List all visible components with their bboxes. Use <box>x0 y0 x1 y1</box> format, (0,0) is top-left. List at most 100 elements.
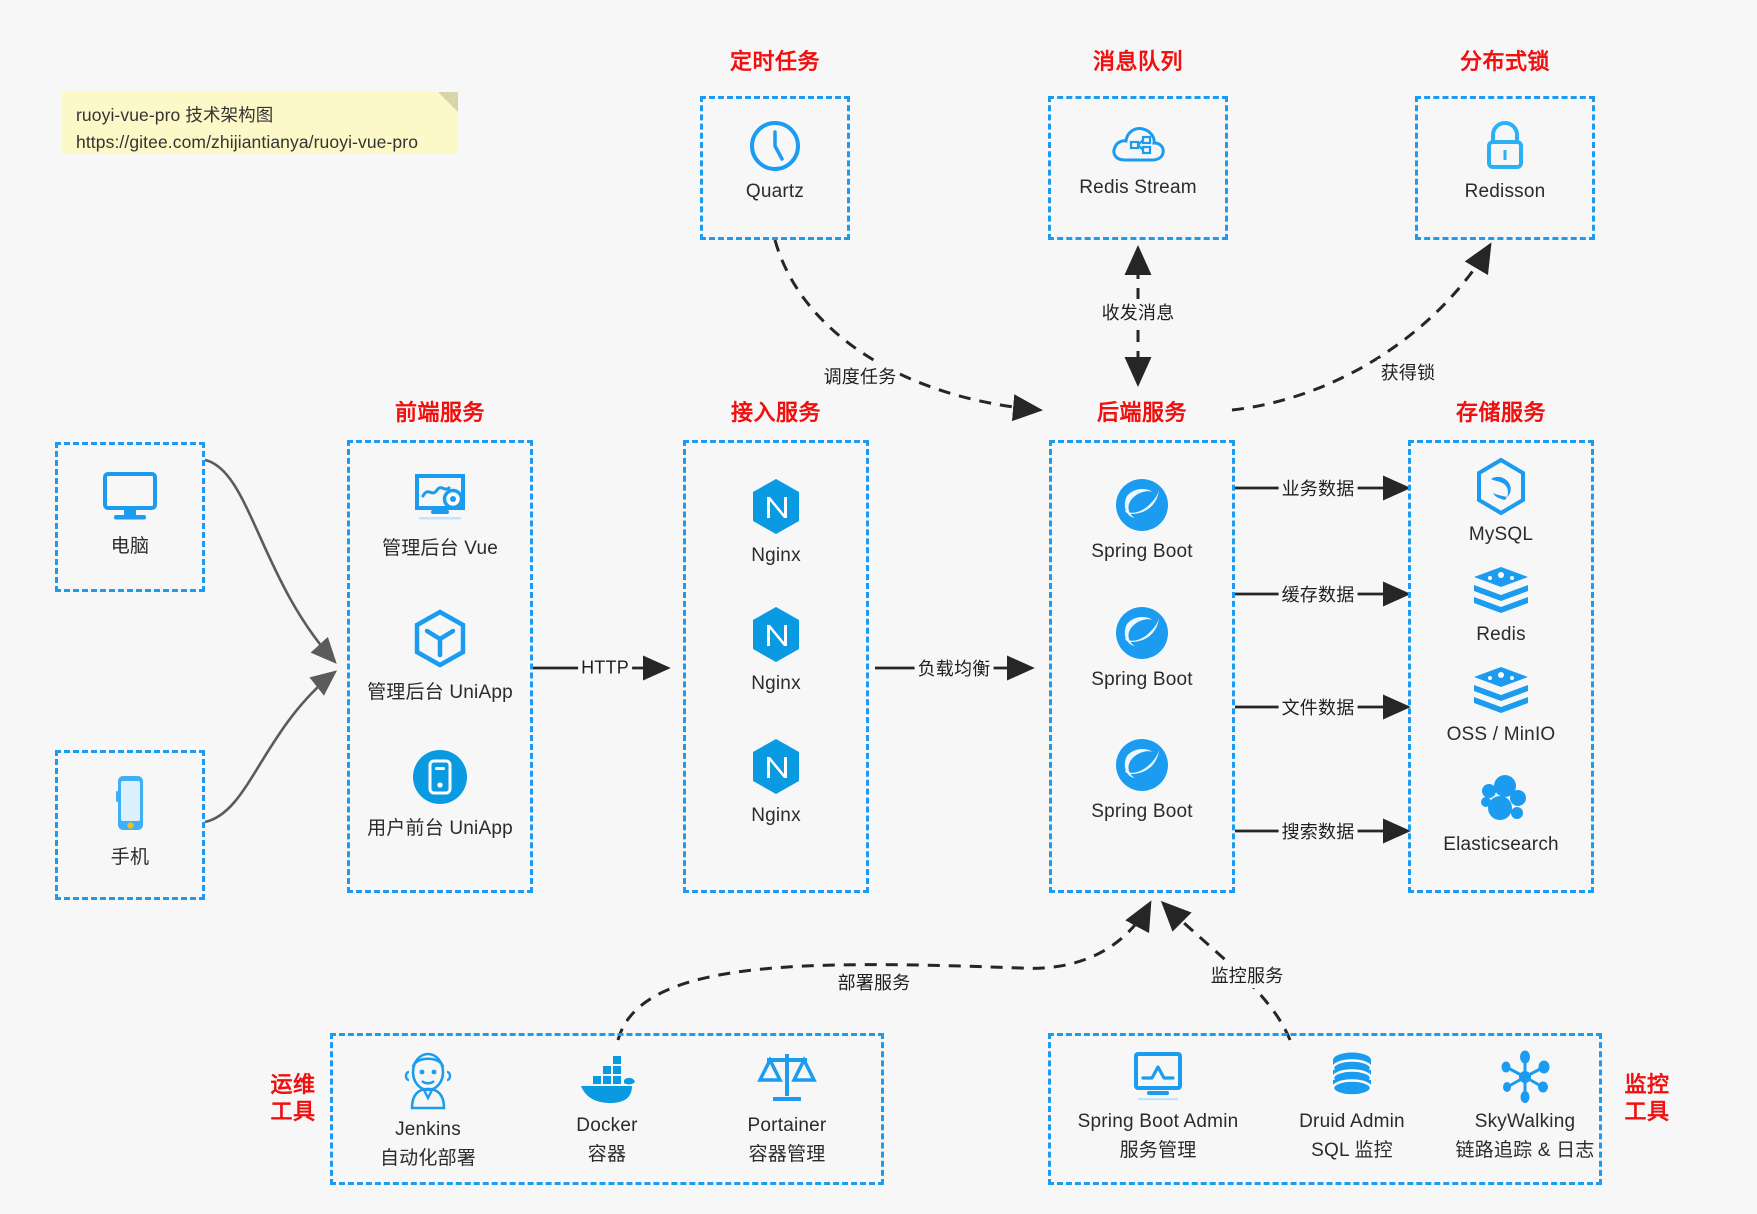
node-spring-boot-1[interactable]: Spring Boot <box>1049 476 1235 563</box>
padlock-icon <box>1479 118 1531 174</box>
node-redis-stream[interactable]: Redis Stream <box>1048 120 1228 199</box>
group-title-monitoring-line1: 监控 <box>1624 1072 1670 1097</box>
spring-leaf-icon <box>1113 476 1171 534</box>
node-redisson[interactable]: Redisson <box>1415 118 1595 203</box>
wire-acquire-lock <box>1231 242 1492 412</box>
smartphone-icon <box>108 773 152 835</box>
docker-whale-icon <box>576 1052 638 1108</box>
node-portainer[interactable]: Portainer 容器管理 <box>707 1048 867 1166</box>
node-skywalking[interactable]: SkyWalking 链路追踪 & 日志 <box>1435 1050 1615 1162</box>
node-mysql-label: MySQL <box>1468 524 1534 545</box>
cube-icon <box>411 608 469 670</box>
node-spring-boot-2-label: Spring Boot <box>1091 669 1193 690</box>
node-redis[interactable]: Redis <box>1408 565 1594 646</box>
mysql-dolphin-icon <box>1473 457 1529 517</box>
node-phone[interactable]: 手机 <box>55 773 205 869</box>
node-spring-boot-3-label: Spring Boot <box>1091 801 1193 822</box>
node-nginx-2[interactable]: Nginx <box>683 604 869 695</box>
nginx-icon <box>748 736 804 798</box>
node-nginx-1[interactable]: Nginx <box>683 476 869 567</box>
nginx-icon <box>748 476 804 538</box>
mobile-app-icon <box>411 748 469 806</box>
node-nginx-3-label: Nginx <box>751 805 801 826</box>
node-docker-label: Docker <box>576 1115 638 1136</box>
scales-balance-icon <box>757 1048 817 1108</box>
spring-leaf-icon <box>1113 736 1171 794</box>
redis-stack-icon <box>1471 665 1531 717</box>
network-nodes-icon <box>1496 1050 1554 1104</box>
node-computer[interactable]: 电脑 <box>55 468 205 558</box>
edge-label-http: HTTP <box>578 657 632 679</box>
node-druid-admin-label: Druid Admin <box>1299 1111 1405 1132</box>
node-docker[interactable]: Docker 容器 <box>527 1052 687 1166</box>
node-quartz-label: Quartz <box>745 181 805 202</box>
node-spring-boot-3[interactable]: Spring Boot <box>1049 736 1235 823</box>
node-user-uniapp[interactable]: 用户前台 UniApp <box>347 748 533 840</box>
node-computer-label: 电脑 <box>110 536 150 557</box>
node-druid-admin[interactable]: Druid Admin SQL 监控 <box>1272 1050 1432 1162</box>
group-title-storage: 存储服务 <box>1455 400 1546 425</box>
node-nginx-1-label: Nginx <box>751 545 801 566</box>
group-title-devops-line1: 运维 <box>270 1072 316 1097</box>
node-jenkins[interactable]: Jenkins 自动化部署 <box>348 1048 508 1170</box>
wire-computer-to-frontend <box>204 458 337 664</box>
node-redis-stream-label: Redis Stream <box>1079 177 1197 198</box>
nginx-icon <box>748 604 804 666</box>
node-druid-admin-sub: SQL 监控 <box>1311 1140 1393 1161</box>
note-line-2: https://gitee.com/zhijiantianya/ruoyi-vu… <box>76 132 419 153</box>
node-spring-boot-2[interactable]: Spring Boot <box>1049 604 1235 691</box>
group-monitoring[interactable] <box>1048 1033 1602 1185</box>
note-line-1: ruoyi-vue-pro 技术架构图 <box>76 105 274 125</box>
group-title-devops: 运维 工具 <box>258 1072 328 1126</box>
node-admin-uniapp[interactable]: 管理后台 UniApp <box>347 608 533 704</box>
node-phone-label: 手机 <box>110 847 150 868</box>
edge-label-search-data: 搜索数据 <box>1278 818 1358 844</box>
group-gateway[interactable] <box>683 440 869 893</box>
edge-label-acquire-lock: 获得锁 <box>1377 359 1439 385</box>
node-elasticsearch-label: Elasticsearch <box>1443 834 1559 855</box>
node-quartz[interactable]: Quartz <box>700 118 850 203</box>
node-spring-boot-admin[interactable]: Spring Boot Admin 服务管理 <box>1068 1050 1248 1162</box>
node-admin-uniapp-label: 管理后台 UniApp <box>367 682 513 703</box>
node-nginx-3[interactable]: Nginx <box>683 736 869 827</box>
group-title-frontend: 前端服务 <box>394 400 485 425</box>
jenkins-butler-icon <box>400 1048 456 1112</box>
group-frontend[interactable] <box>347 440 533 893</box>
node-jenkins-label: Jenkins <box>395 1119 461 1140</box>
edge-label-monitor-service: 监控服务 <box>1207 962 1287 988</box>
group-mq[interactable] <box>1048 96 1228 240</box>
redis-stack-icon <box>1471 565 1531 617</box>
node-redisson-label: Redisson <box>1464 181 1546 202</box>
node-spring-boot-1-label: Spring Boot <box>1091 541 1193 562</box>
desktop-monitor-icon <box>99 468 161 524</box>
group-lock[interactable] <box>1415 96 1595 240</box>
node-elasticsearch[interactable]: Elasticsearch <box>1408 771 1594 856</box>
group-devops[interactable] <box>330 1033 884 1185</box>
group-phone[interactable] <box>55 750 205 900</box>
database-cylinder-icon <box>1324 1050 1380 1104</box>
wire-schedule-task <box>773 239 1043 422</box>
node-admin-vue[interactable]: 管理后台 Vue <box>347 470 533 560</box>
node-skywalking-label: SkyWalking <box>1474 1111 1576 1132</box>
edge-label-schedule-task: 调度任务 <box>820 363 900 389</box>
group-title-scheduler: 定时任务 <box>729 49 820 74</box>
group-title-devops-line2: 工具 <box>270 1098 316 1124</box>
node-mysql[interactable]: MySQL <box>1408 457 1594 546</box>
group-title-backend: 后端服务 <box>1096 400 1187 425</box>
group-title-monitoring-line2: 工具 <box>1624 1098 1670 1124</box>
edge-label-load-balance: 负载均衡 <box>914 655 994 681</box>
edge-label-cache-data: 缓存数据 <box>1278 581 1358 607</box>
group-storage[interactable] <box>1408 440 1594 893</box>
node-portainer-sub: 容器管理 <box>748 1144 826 1165</box>
group-computer[interactable] <box>55 442 205 592</box>
monitor-chart-icon <box>1127 1050 1189 1104</box>
node-spring-boot-admin-label: Spring Boot Admin <box>1077 1111 1239 1132</box>
node-skywalking-sub: 链路追踪 & 日志 <box>1455 1140 1595 1161</box>
group-title-monitoring: 监控 工具 <box>1612 1072 1682 1126</box>
node-nginx-2-label: Nginx <box>751 673 801 694</box>
group-backend[interactable] <box>1049 440 1235 893</box>
edge-label-deploy-service: 部署服务 <box>834 969 914 995</box>
node-oss-minio[interactable]: OSS / MinIO <box>1408 665 1594 746</box>
group-scheduler[interactable] <box>700 96 850 240</box>
